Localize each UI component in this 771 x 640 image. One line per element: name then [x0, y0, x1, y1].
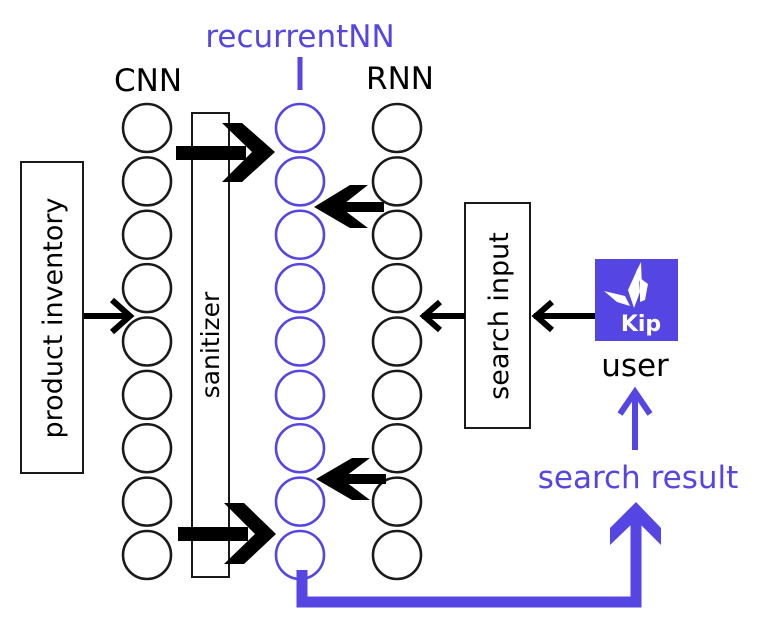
- product-inventory-to-cnn-arrow: [84, 297, 135, 335]
- product-inventory-box: [20, 161, 84, 474]
- user-label: user: [601, 348, 669, 384]
- rnn-node: [371, 102, 423, 154]
- rnn-layer: [371, 102, 423, 581]
- recurrent-nn-node: [274, 102, 326, 154]
- recurrent-nn-node: [274, 422, 326, 474]
- butterfly-icon: [604, 262, 648, 308]
- sanitizer-box: [191, 112, 230, 578]
- rnn-node: [371, 369, 423, 421]
- cnn-node: [121, 102, 173, 154]
- cnn-node: [121, 422, 173, 474]
- cnn-node: [121, 156, 173, 207]
- rnn-to-recurrent-top-arrow: [314, 185, 384, 228]
- recurrent-nn-layer: [274, 102, 326, 581]
- cnn-node: [121, 529, 173, 581]
- rnn-node: [371, 262, 423, 314]
- cnn-node: [121, 209, 173, 261]
- user-to-search-input-arrow: [531, 299, 595, 333]
- cnn-node: [121, 369, 173, 421]
- search-result-label: search result: [538, 460, 739, 496]
- sanitizer-label: sanitizer: [196, 291, 225, 398]
- kip-logo-text: Kip: [621, 312, 661, 337]
- cnn-node: [121, 262, 173, 314]
- product-inventory-label: product inventory: [38, 198, 69, 439]
- cnn-to-recurrent-bottom-arrow: [178, 503, 276, 564]
- recurrent-nn-node: [274, 262, 326, 314]
- recurrent-nn-node: [274, 156, 326, 207]
- cnn-layer: [121, 102, 173, 581]
- search-input-to-rnn-arrow: [419, 299, 465, 333]
- rnn-to-recurrent-bottom-arrow: [316, 458, 386, 500]
- recurrent-to-search-result-connector: [296, 502, 661, 608]
- search-input-label: search input: [484, 232, 515, 400]
- search-result-to-user-arrow: [617, 386, 653, 450]
- cnn-to-recurrent-top-arrow: [176, 123, 275, 182]
- recurrent-nn-node: [274, 369, 326, 421]
- cnn-node: [121, 316, 173, 367]
- rnn-node: [371, 422, 423, 474]
- recurrent-nn-node: [274, 476, 326, 527]
- rnn-node: [371, 156, 423, 207]
- rnn-node: [371, 529, 423, 581]
- rnn-title: RNN: [366, 61, 434, 97]
- recurrent-nn-node: [274, 209, 326, 261]
- recurrent-nn-node: [274, 316, 326, 367]
- recurrent-nn-title: recurrentNN: [205, 19, 394, 55]
- cnn-title: CNN: [114, 63, 182, 99]
- rnn-node: [371, 209, 423, 261]
- rnn-node: [371, 476, 423, 527]
- cnn-node: [121, 476, 173, 527]
- rnn-node: [371, 316, 423, 367]
- kip-logo: Kip: [595, 259, 678, 341]
